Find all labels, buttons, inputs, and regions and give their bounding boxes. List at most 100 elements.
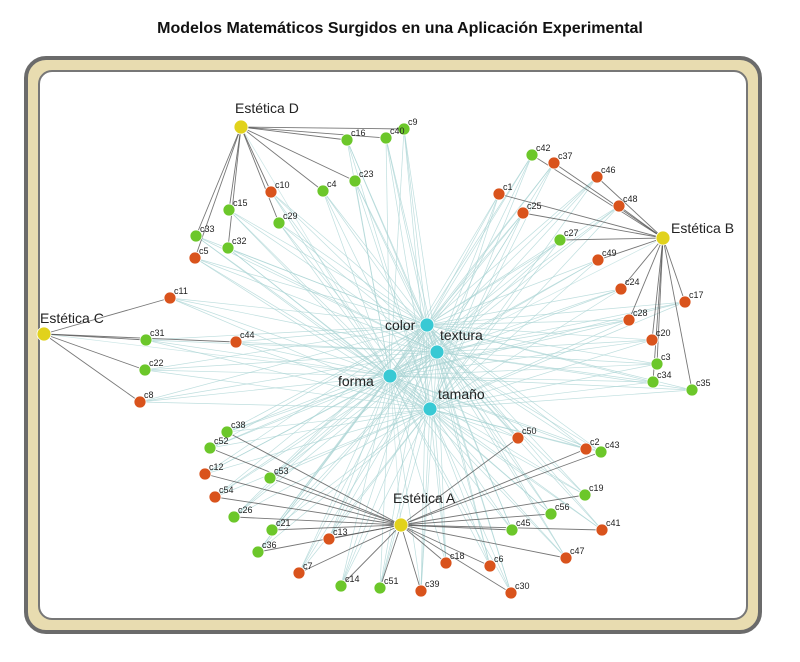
hub-edge	[429, 239, 561, 410]
hub-edge	[389, 375, 519, 439]
aesthetic-edge	[43, 333, 141, 403]
hub-edge	[194, 257, 391, 377]
hub-edge	[429, 408, 552, 515]
node-label-c8: c8	[144, 390, 154, 400]
aesthetic-edge	[328, 524, 402, 540]
aesthetic-edge	[662, 237, 686, 303]
node-c3	[650, 357, 664, 371]
node-label-c14: c14	[345, 574, 360, 584]
hub-edge	[429, 408, 512, 594]
node-color	[419, 317, 435, 333]
aesthetic-edge	[553, 162, 664, 239]
aesthetic-edge	[233, 516, 402, 526]
aesthetic-edge	[400, 437, 519, 526]
hub-edge	[389, 176, 598, 377]
hub-edge	[328, 408, 431, 540]
node-c24	[614, 282, 628, 296]
hub-edge	[426, 176, 598, 326]
node-c10	[264, 185, 278, 199]
aesthetic-edge	[271, 524, 402, 531]
hub-edge	[426, 324, 586, 496]
hub-edge	[139, 324, 428, 403]
node-c16	[340, 133, 354, 147]
hub-edge	[436, 351, 552, 515]
hub-edge	[209, 375, 391, 449]
node-c50	[511, 431, 525, 445]
node-c11	[163, 291, 177, 305]
node-EB	[655, 230, 671, 246]
hub-edge	[426, 324, 658, 365]
hub-edge	[389, 375, 512, 594]
node-c20	[645, 333, 659, 347]
node-label-c48: c48	[623, 194, 638, 204]
hub-edge	[240, 126, 391, 377]
hub-edge	[389, 375, 567, 559]
node-label-c43: c43	[605, 440, 620, 450]
node-label-c24: c24	[625, 277, 640, 287]
node-label-c41: c41	[606, 518, 621, 528]
node-c13	[322, 532, 336, 546]
node-label-c47: c47	[570, 546, 585, 556]
node-c36	[251, 545, 265, 559]
node-c51	[373, 581, 387, 595]
node-label-c17: c17	[689, 290, 704, 300]
hub-edge	[426, 212, 524, 326]
aesthetic-edge	[340, 524, 402, 587]
hub-edge	[145, 339, 438, 353]
node-label-c1: c1	[503, 182, 513, 192]
node-c7	[292, 566, 306, 580]
hub-edge	[278, 222, 391, 377]
hub-edge	[379, 375, 391, 589]
hub-edge	[426, 324, 603, 531]
hub-edge	[235, 341, 391, 377]
hub-edge	[43, 333, 391, 377]
node-c2	[579, 442, 593, 456]
hub-edge	[340, 408, 431, 587]
node-label-c16: c16	[351, 128, 366, 138]
node-c21	[265, 523, 279, 537]
node-label-c32: c32	[232, 236, 247, 246]
hub-edge	[389, 193, 500, 377]
hub-edge	[429, 408, 447, 564]
hub-edge	[426, 324, 447, 564]
hub-edge	[389, 375, 586, 496]
aesthetic-edge	[400, 451, 602, 526]
node-label-ED: Estética D	[235, 100, 299, 116]
aesthetic-edge	[240, 126, 324, 192]
node-c22	[138, 363, 152, 377]
node-label-c46: c46	[601, 165, 616, 175]
aesthetic-edge	[240, 126, 280, 224]
hub-edge	[389, 375, 513, 531]
hub-edge	[389, 375, 587, 450]
aesthetic-edge	[240, 126, 356, 182]
node-label-c9: c9	[408, 117, 418, 127]
node-c34	[646, 375, 660, 389]
node-label-c33: c33	[200, 224, 215, 234]
hub-edge	[436, 176, 598, 353]
hub-edge	[257, 408, 431, 553]
node-c52	[203, 441, 217, 455]
hub-edge	[139, 375, 391, 403]
hub-edge	[298, 351, 438, 574]
hub-edge	[233, 351, 438, 518]
node-c5	[188, 251, 202, 265]
hub-edge	[379, 408, 431, 589]
node-c53	[263, 471, 277, 485]
hub-edge	[426, 259, 599, 326]
hub-edge	[235, 324, 428, 343]
hub-edge	[328, 375, 391, 540]
node-c33	[189, 229, 203, 243]
aesthetic-edge	[204, 473, 402, 526]
hub-edge	[145, 339, 431, 410]
hub-edge	[429, 408, 491, 567]
hub-edge	[426, 319, 630, 326]
aesthetic-edge	[269, 477, 402, 526]
node-label-c5: c5	[199, 246, 209, 256]
hub-edge	[233, 324, 428, 518]
hub-edge	[426, 205, 620, 326]
aesthetic-edge	[662, 237, 693, 391]
node-label-c28: c28	[633, 308, 648, 318]
node-label-c44: c44	[240, 330, 255, 340]
node-c4	[316, 184, 330, 198]
hub-edge	[233, 375, 391, 518]
